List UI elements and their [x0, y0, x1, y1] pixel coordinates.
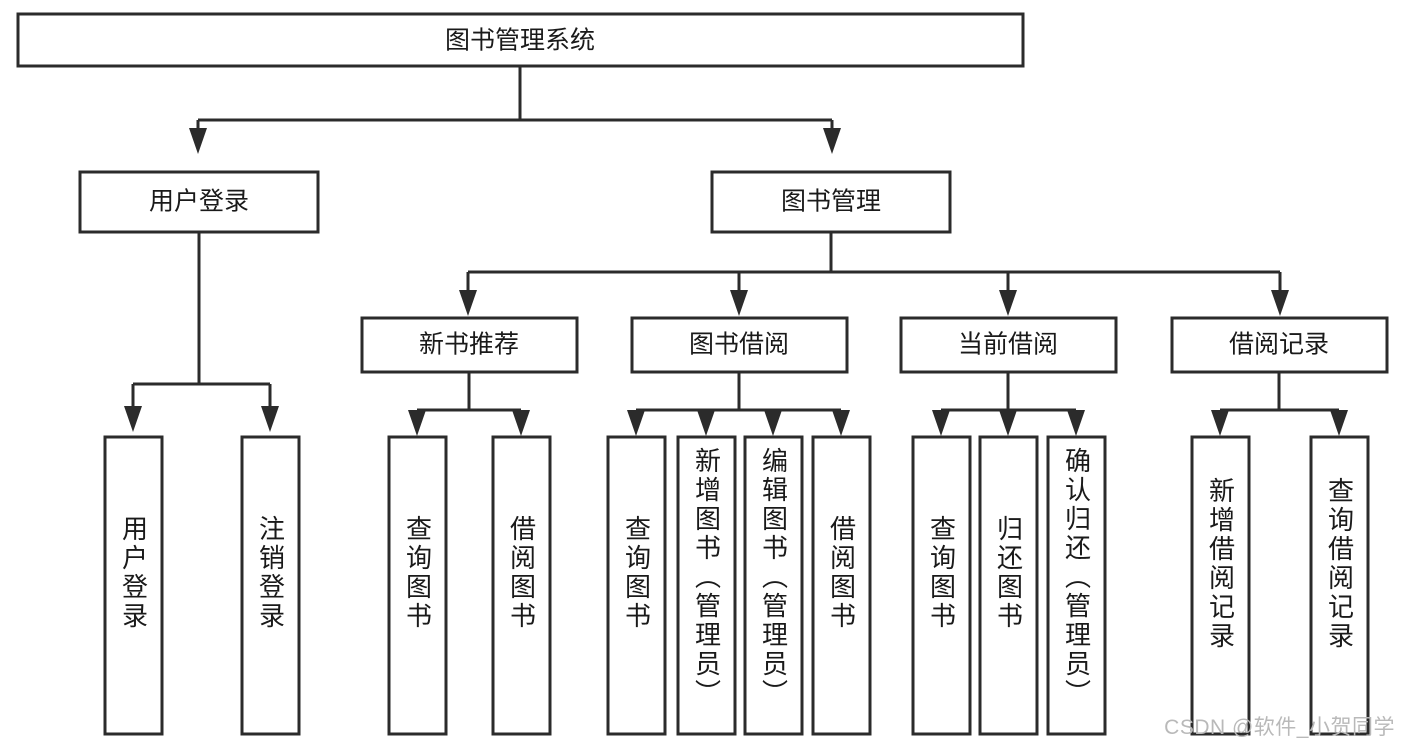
- arrowhead-leaf-borrow-book-1: [512, 410, 530, 436]
- node-book-borrow-label: 图书借阅: [689, 331, 789, 359]
- node-leaf-confirm-return-box[interactable]: [1046, 435, 1107, 736]
- arrowhead-book-borrow: [730, 290, 748, 316]
- node-leaf-query-record-box[interactable]: [1309, 435, 1370, 736]
- node-new-book-recommend-box[interactable]: [360, 316, 579, 374]
- node-leaf-query-book-1-box[interactable]: [387, 435, 448, 736]
- arrowhead-leaf-edit-book: [764, 410, 782, 436]
- node-leaf-borrow-book-2-box[interactable]: [811, 435, 872, 736]
- arrowhead-leaf-return-book: [999, 410, 1017, 436]
- node-new-book-recommend-label: 新书推荐: [419, 331, 519, 359]
- arrowhead-current-borrow: [999, 290, 1017, 316]
- arrowhead-borrow-record: [1271, 290, 1289, 316]
- arrowhead-to-book-management: [823, 128, 841, 154]
- arrowhead-leaf-query-record: [1330, 410, 1348, 436]
- node-book-management-label: 图书管理: [781, 188, 881, 216]
- node-borrow-record-box[interactable]: [1170, 316, 1389, 374]
- arrowhead-leaf-logout-login: [261, 406, 279, 432]
- arrowhead-to-user-login: [189, 128, 207, 154]
- node-user-login-label: 用户登录: [149, 188, 249, 216]
- node-leaf-borrow-book-1-box[interactable]: [491, 435, 552, 736]
- node-book-borrow-box[interactable]: [630, 316, 849, 374]
- node-leaf-query-book-3-box[interactable]: [911, 435, 972, 736]
- node-root-label: 图书管理系统: [445, 27, 595, 55]
- arrowhead-leaf-confirm-return: [1067, 410, 1085, 436]
- node-leaf-return-book-box[interactable]: [978, 435, 1039, 736]
- node-current-borrow-box[interactable]: [899, 316, 1118, 374]
- node-leaf-user-login-box[interactable]: [103, 435, 164, 736]
- arrowhead-leaf-add-book: [697, 410, 715, 436]
- node-leaf-add-record-box[interactable]: [1190, 435, 1251, 736]
- node-book-management-box[interactable]: [710, 170, 952, 234]
- arrowhead-leaf-query-book-1: [408, 410, 426, 436]
- arrowhead-new-book-recommend: [459, 290, 477, 316]
- arrowhead-leaf-borrow-book-2: [832, 410, 850, 436]
- node-borrow-record-label: 借阅记录: [1229, 331, 1329, 359]
- arrowhead-leaf-user-login: [124, 406, 142, 432]
- node-leaf-query-book-2-box[interactable]: [606, 435, 667, 736]
- node-leaf-edit-book-box[interactable]: [743, 435, 804, 736]
- arrowhead-leaf-query-book-3: [932, 410, 950, 436]
- node-leaf-logout-login-box[interactable]: [240, 435, 301, 736]
- node-current-borrow-label: 当前借阅: [958, 331, 1058, 359]
- node-root-box[interactable]: [16, 12, 1025, 68]
- arrowhead-leaf-query-book-2: [627, 410, 645, 436]
- csdn-watermark: CSDN @软件_小贺同学: [1164, 716, 1395, 739]
- node-leaf-add-book-box[interactable]: [676, 435, 737, 736]
- arrowhead-leaf-add-record: [1211, 410, 1229, 436]
